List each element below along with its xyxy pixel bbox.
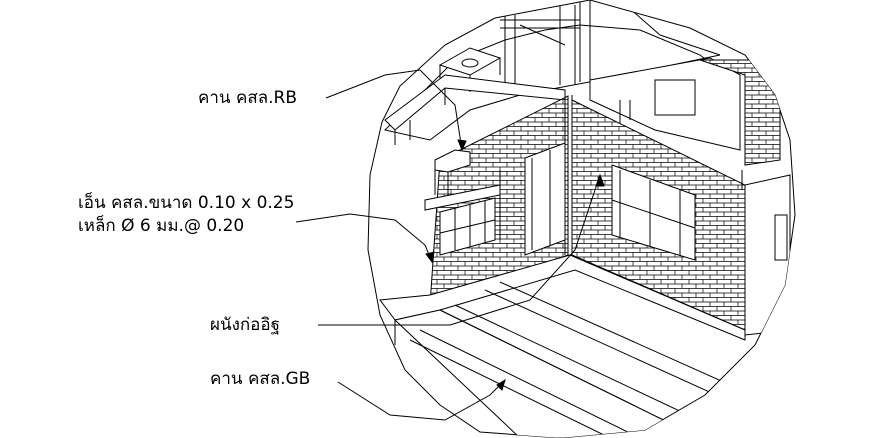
label-rb-beam: คาน คสล.RB bbox=[198, 88, 297, 108]
label-lintel-rebar: เหล็ก Ø 6 มม.@ 0.20 bbox=[78, 216, 245, 236]
leader-lines bbox=[295, 69, 605, 421]
label-brick-wall: ผนังก่ออิฐ bbox=[210, 315, 280, 335]
label-gb-beam: คาน คสล.GB bbox=[210, 369, 311, 389]
upper-structure bbox=[384, 0, 781, 166]
label-lintel-size: เอ็น คสล.ขนาด 0.10 x 0.25 bbox=[78, 193, 295, 213]
brick-wall-left bbox=[424, 95, 573, 306]
brick-wall-right bbox=[571, 99, 791, 336]
